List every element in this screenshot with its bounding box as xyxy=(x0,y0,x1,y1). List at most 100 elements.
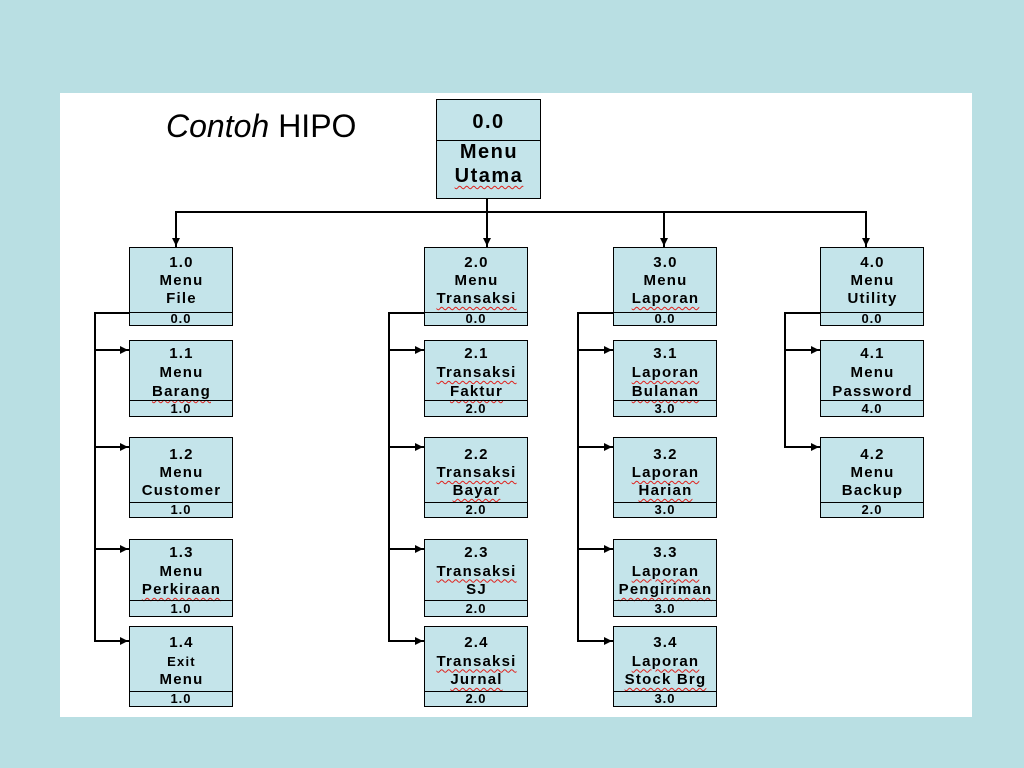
module-box-3-4: 3.4 Laporan Stock Brg 3.0 xyxy=(613,626,717,707)
module-label-line: Barang xyxy=(152,383,211,400)
module-number: 3.3 xyxy=(653,544,678,561)
module-box-1-2: 1.2 Menu Customer 1.0 xyxy=(129,437,233,518)
module-box-1-0: 1.0 Menu File 0.0 xyxy=(129,247,233,326)
module-label-line: SJ xyxy=(466,581,487,598)
module-box-3-3: 3.3 Laporan Pengiriman 3.0 xyxy=(613,539,717,617)
module-label-line: Perkiraan xyxy=(141,581,222,598)
module-label-line: Pengiriman xyxy=(618,581,713,598)
module-label-line: Menu xyxy=(643,272,688,289)
parent-ref: 3.0 xyxy=(614,400,716,416)
module-label-line: Menu xyxy=(850,464,895,481)
module-number: 3.2 xyxy=(653,446,678,463)
module-box-3-0: 3.0 Menu Laporan 0.0 xyxy=(613,247,717,326)
parent-ref: 0.0 xyxy=(130,312,232,325)
module-label-line: Password xyxy=(832,383,913,400)
module-box-2-2: 2.2 Transaksi Bayar 2.0 xyxy=(424,437,528,518)
module-box-1-1: 1.1 Menu Barang 1.0 xyxy=(129,340,233,417)
module-label-line: Harian xyxy=(638,482,693,499)
module-label-line: Transaksi xyxy=(436,290,517,307)
module-box-2-4: 2.4 Transaksi Jurnal 2.0 xyxy=(424,626,528,707)
module-label-line: Transaksi xyxy=(436,562,517,580)
module-box-4-1: 4.1 Menu Password 4.0 xyxy=(820,340,924,417)
module-label-line: Jurnal xyxy=(450,671,503,688)
module-box-0-0: 0.0 Menu Utama xyxy=(436,99,541,199)
module-label-line: Bulanan xyxy=(631,383,700,400)
connector-trunk-2-0 xyxy=(388,312,425,642)
module-number: 1.4 xyxy=(169,634,194,651)
connector-trunk-3-0 xyxy=(577,312,614,642)
module-label-line: Laporan xyxy=(631,652,700,670)
parent-ref: 1.0 xyxy=(130,400,232,416)
module-number: 3.0 xyxy=(653,254,678,271)
module-label-line: Menu xyxy=(850,364,895,381)
module-label-line: Customer xyxy=(141,482,222,499)
module-label-line: Laporan xyxy=(631,290,700,307)
module-label-line: Menu xyxy=(454,272,499,289)
module-label-line: Menu xyxy=(159,364,204,381)
parent-ref: 2.0 xyxy=(425,600,527,616)
module-label-line: Menu xyxy=(459,141,519,163)
parent-ref: 1.0 xyxy=(130,691,232,706)
module-number: 1.2 xyxy=(169,446,194,463)
module-number: 4.2 xyxy=(860,446,885,463)
module-label-line: Menu xyxy=(159,562,204,580)
parent-ref: 2.0 xyxy=(821,502,923,517)
module-label-line: Menu xyxy=(850,272,895,289)
parent-ref: 0.0 xyxy=(425,312,527,325)
parent-ref: 2.0 xyxy=(425,400,527,416)
module-number: 1.0 xyxy=(169,254,194,271)
title-italic-word: Contoh xyxy=(166,108,270,144)
parent-ref: 1.0 xyxy=(130,502,232,517)
module-box-3-1: 3.1 Laporan Bulanan 3.0 xyxy=(613,340,717,417)
parent-ref: 1.0 xyxy=(130,600,232,616)
module-label-line: Laporan xyxy=(631,364,700,381)
module-box-4-0: 4.0 Menu Utility 0.0 xyxy=(820,247,924,326)
parent-ref: 2.0 xyxy=(425,502,527,517)
parent-ref: 3.0 xyxy=(614,691,716,706)
connector-trunk-4-0 xyxy=(784,312,821,448)
module-number: 2.0 xyxy=(464,254,489,271)
module-label-line: Exit xyxy=(167,653,196,669)
module-label-line: Stock Brg xyxy=(624,671,707,688)
module-label: Menu Utama xyxy=(437,140,540,188)
parent-ref: 4.0 xyxy=(821,400,923,416)
module-label-line: Bayar xyxy=(452,482,501,499)
module-label-line: Transaksi xyxy=(436,364,517,381)
module-box-1-3: 1.3 Menu Perkiraan 1.0 xyxy=(129,539,233,617)
parent-ref: 3.0 xyxy=(614,502,716,517)
module-number: 1.3 xyxy=(169,544,194,561)
module-label-line: Menu xyxy=(159,272,204,289)
parent-ref: 0.0 xyxy=(614,312,716,325)
module-number: 4.1 xyxy=(860,345,885,362)
module-box-4-2: 4.2 Menu Backup 2.0 xyxy=(820,437,924,518)
parent-ref: 3.0 xyxy=(614,600,716,616)
module-label-line: Transaksi xyxy=(436,464,517,481)
connector-trunk-1-0 xyxy=(94,312,130,642)
parent-ref: 2.0 xyxy=(425,691,527,706)
module-number: 3.1 xyxy=(653,345,678,362)
module-label-line: Laporan xyxy=(631,464,700,481)
module-number: 2.4 xyxy=(464,634,489,651)
module-number: 0.0 xyxy=(437,100,540,141)
title-word: HIPO xyxy=(278,108,357,144)
module-number: 2.1 xyxy=(464,345,489,362)
module-label-line: Backup xyxy=(841,482,904,499)
module-number: 1.1 xyxy=(169,345,194,362)
module-box-2-1: 2.1 Transaksi Faktur 2.0 xyxy=(424,340,528,417)
module-label-line: Utama xyxy=(454,165,524,187)
module-box-2-0: 2.0 Menu Transaksi 0.0 xyxy=(424,247,528,326)
module-box-1-4: 1.4 Exit Menu 1.0 xyxy=(129,626,233,707)
module-number: 3.4 xyxy=(653,634,678,651)
module-label-line: Menu xyxy=(159,464,204,481)
module-label-line: Menu xyxy=(159,671,204,688)
module-label-line: Transaksi xyxy=(436,652,517,670)
module-label-line: File xyxy=(166,290,197,307)
module-number: 2.2 xyxy=(464,446,489,463)
parent-ref: 0.0 xyxy=(821,312,923,325)
module-label-line: Utility xyxy=(847,290,898,307)
module-label-line: Laporan xyxy=(631,562,700,580)
module-box-2-3: 2.3 Transaksi SJ 2.0 xyxy=(424,539,528,617)
module-number: 2.3 xyxy=(464,544,489,561)
